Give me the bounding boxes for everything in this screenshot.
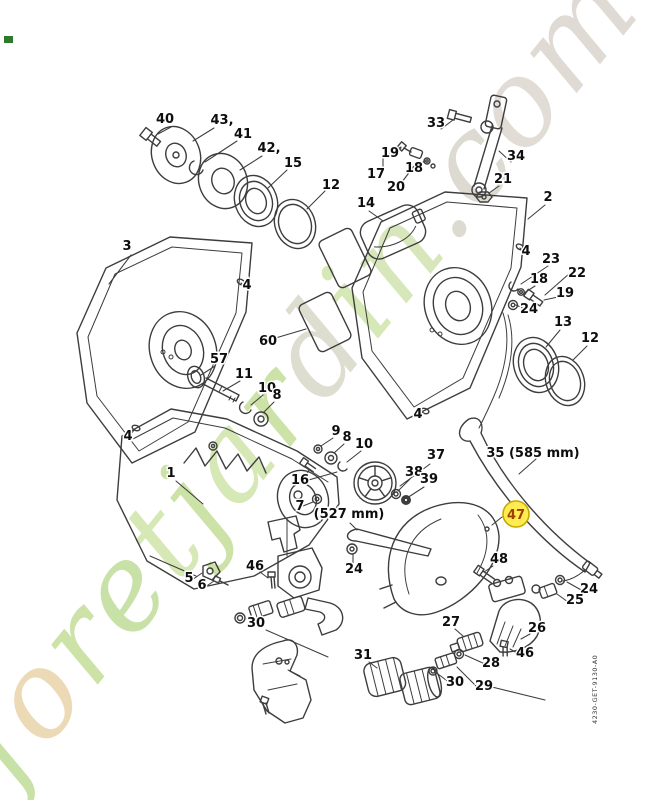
- linkage-art: [396, 94, 508, 203]
- part-label-13: 13: [554, 315, 572, 330]
- part-label-10: 10: [355, 437, 373, 452]
- part-label-4: 4: [123, 429, 132, 444]
- part-label-23: 23: [542, 252, 560, 267]
- highlighted-callout-47: 47: [502, 500, 530, 528]
- part-label-41: 41: [234, 127, 252, 142]
- part-label-25: 25: [566, 593, 584, 608]
- part-label-11: 11: [235, 367, 253, 382]
- part-label-1: 1: [166, 466, 175, 481]
- part-label-46: 46: [516, 646, 534, 661]
- part-label-28: 28: [482, 656, 500, 671]
- part-label-4: 4: [242, 278, 251, 293]
- part-label-34: 34: [507, 149, 525, 164]
- part-label-19: 19: [556, 286, 574, 301]
- part-label-43: 43,: [210, 113, 233, 128]
- rings-right-art: [512, 336, 586, 407]
- boot-bracket-art: [251, 639, 312, 724]
- part-label-16: 16: [291, 473, 309, 488]
- part-label-4: 4: [413, 407, 422, 422]
- part-label-48: 48: [490, 552, 508, 567]
- part-60-art: [298, 227, 372, 353]
- part-label-17: 17: [367, 167, 385, 182]
- shaft-cluster-art: [186, 365, 269, 427]
- corner-mark: [4, 36, 13, 43]
- bearing-trio-art: [298, 444, 348, 473]
- line-art: [76, 94, 603, 724]
- part-label-29: 29: [475, 679, 493, 694]
- part-label-20: 20: [387, 180, 405, 195]
- part-label-21: 21: [494, 172, 512, 187]
- part-2-cover-art: [351, 191, 528, 429]
- part-label-14: 14: [357, 196, 375, 211]
- part-label-9: 9: [331, 424, 340, 439]
- part-label-19: 19: [381, 146, 399, 161]
- part-label-24: 24: [580, 582, 598, 597]
- part-label-30: 30: [446, 675, 464, 690]
- part-label-4: 4: [521, 244, 530, 259]
- part-label-26: 26: [528, 621, 546, 636]
- fastener-cluster-right-art: [507, 281, 544, 311]
- part-label-38: 38: [405, 465, 423, 480]
- part-label-12: 12: [322, 178, 340, 193]
- part-label-31: 31: [354, 648, 372, 663]
- part-label-30: 30: [247, 616, 265, 631]
- part-label-42: 42,: [257, 141, 280, 156]
- part-label-3: 3: [122, 239, 131, 254]
- part-label-27: 27: [442, 615, 460, 630]
- part-label-10: 10: [258, 381, 276, 396]
- part-label-2: 2: [543, 190, 552, 205]
- part-label-12: 12: [581, 331, 599, 346]
- part-31-drum-art: [363, 656, 443, 706]
- nozzle-train-art: [428, 631, 484, 676]
- clamp-5-6-art: [202, 561, 229, 586]
- disc-stack-art: [139, 125, 317, 250]
- part-label-37: 37: [427, 448, 445, 463]
- part-label-15: 15: [284, 156, 302, 171]
- part-label-8: 8: [342, 430, 351, 445]
- pulley-art: [353, 461, 411, 505]
- highlight-label: 47: [507, 508, 525, 523]
- part-label-18: 18: [530, 272, 548, 287]
- part-label-46: 46: [246, 559, 264, 574]
- part-14-art: [359, 204, 427, 260]
- spout-26-art: [473, 564, 566, 657]
- part-label-22: 22: [568, 266, 586, 281]
- leader-lines: [108, 119, 588, 701]
- bracket-housing-art: [267, 490, 358, 599]
- part-label-35585mm: 35 (585 mm): [486, 446, 579, 461]
- part-label-33: 33: [427, 116, 445, 131]
- part-47-guard-art: [379, 501, 500, 616]
- part-label-40: 40: [156, 112, 174, 127]
- part-label-60: 60: [259, 334, 277, 349]
- belt-35-art: [458, 417, 603, 582]
- part-label-5: 5: [184, 571, 193, 586]
- belt-527-art: [346, 528, 432, 557]
- doc-code: 4230-GET-9130-A0: [591, 655, 599, 724]
- part-label-6: 6: [197, 578, 206, 593]
- part-label-39: 39: [420, 472, 438, 487]
- part-label-7: 7: [295, 499, 304, 514]
- elbow-row-art: [234, 595, 344, 636]
- highlight-circle: [502, 500, 530, 528]
- part-label-527mm: (527 mm): [314, 507, 385, 522]
- part-label-8: 8: [272, 388, 281, 403]
- part-label-24: 24: [520, 302, 538, 317]
- part-label-18: 18: [405, 161, 423, 176]
- part-label-57: 57: [210, 352, 228, 367]
- part-label-24: 24: [345, 562, 363, 577]
